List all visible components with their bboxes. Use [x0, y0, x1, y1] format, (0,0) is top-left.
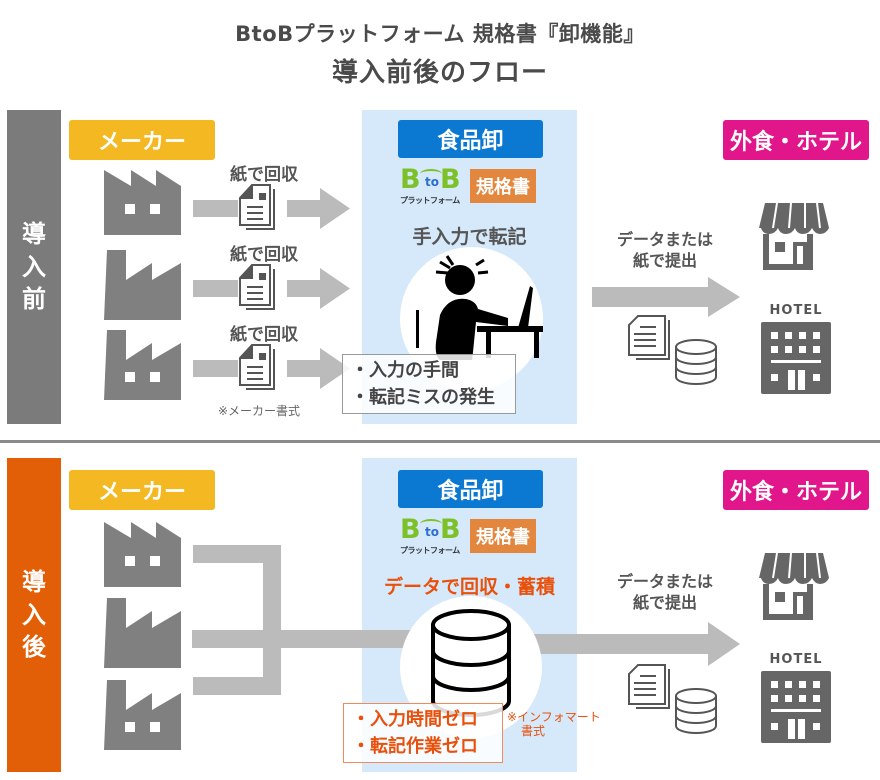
stressed-worker-icon: [416, 255, 543, 360]
btob-logo-arc: [420, 169, 442, 179]
paper-caption: 紙で回収: [230, 325, 298, 345]
paper-caption: 紙で回収: [230, 165, 298, 185]
factory-icon: [104, 250, 181, 320]
btob-logo: B to B プラットフォーム: [400, 164, 464, 206]
format-note-line: ※インフォマート: [507, 710, 601, 724]
document-icon: [628, 664, 670, 709]
btob-logo-b1: B: [400, 514, 421, 545]
center-caption-after: データで回収・蓄積: [383, 576, 555, 598]
customer-label-before: 外食・ホテル: [723, 120, 869, 160]
paper-and-data-icon-before: [628, 315, 717, 385]
page-title: BtoBプラットフォーム 規格書『卸機能』: [235, 22, 645, 46]
btob-logo: B to B プラットフォーム: [400, 514, 464, 556]
btob-logo-sub: プラットフォーム: [400, 546, 460, 555]
infomart-format-note: ※インフォマート 書式: [507, 710, 601, 738]
factory-icons-before: [104, 170, 181, 400]
submit-caption-after: データまたは 紙で提出: [590, 571, 740, 613]
paper-arrows-before: [193, 184, 350, 390]
after-section-label: 導 入 後: [7, 458, 61, 772]
database-icon: [675, 339, 717, 385]
maker-label-before: メーカー: [69, 120, 215, 160]
submit-caption-line: データまたは: [616, 572, 713, 591]
issue-item: ・転記ミスの発生: [351, 387, 495, 408]
btob-logo-to: to: [425, 175, 439, 189]
section-divider: [0, 440, 880, 443]
factory-icon: [104, 598, 181, 668]
wholesale-label-before: 食品卸: [398, 120, 543, 158]
btob-logo-sub: プラットフォーム: [400, 196, 460, 205]
factory-icon: [104, 330, 181, 400]
spec-badge: 規格書: [470, 169, 536, 203]
submit-caption-before: データまたは 紙で提出: [590, 229, 740, 271]
side-char: 後: [22, 633, 46, 662]
factory-icon: [104, 522, 181, 587]
document-icon: [239, 264, 275, 310]
btob-logo-b1: B: [400, 164, 421, 195]
issues-box: ・入力の手間 ・転記ミスの発生: [342, 354, 516, 414]
factory-icon: [104, 170, 181, 235]
spec-badge: 規格書: [470, 519, 536, 553]
btob-logo-b2: B: [440, 164, 461, 195]
side-char: 導: [22, 568, 46, 597]
submit-caption-line: 紙で提出: [632, 251, 697, 270]
benefits-box: ・入力時間ゼロ ・転記作業ゼロ: [343, 703, 503, 763]
factory-icon: [104, 680, 181, 750]
merge-connector: [192, 545, 437, 695]
restaurant-store-icon: [759, 552, 829, 620]
document-icon: [628, 315, 670, 360]
hotel-building-icon: [761, 322, 831, 394]
side-char: 導: [22, 220, 46, 249]
submit-arrow-before: [592, 277, 740, 317]
hotel-text-before: HOTEL: [769, 303, 823, 318]
database-icon: [675, 688, 717, 734]
paper-arrow: [193, 184, 350, 230]
page-subtitle: 導入前後のフロー: [331, 58, 548, 88]
issue-item: ・入力の手間: [351, 360, 459, 381]
restaurant-store-icon: [759, 202, 829, 270]
format-note-line: 書式: [521, 724, 546, 738]
wholesale-label-after: 食品卸: [398, 470, 543, 508]
paper-caption: 紙で回収: [230, 245, 298, 265]
btob-logo-row-before: B to B プラットフォーム 規格書: [400, 164, 536, 206]
before-section-label: 導 入 前: [7, 110, 61, 424]
btob-logo-arc: [420, 519, 442, 529]
submit-caption-line: データまたは: [616, 230, 713, 249]
paper-and-data-icon-after: [628, 664, 717, 734]
center-caption-before: 手入力で転記: [412, 226, 527, 248]
factory-icons-after: [104, 522, 181, 750]
benefit-item: ・転記作業ゼロ: [352, 736, 478, 757]
submit-caption-line: 紙で提出: [632, 593, 697, 612]
btob-logo-row-after: B to B プラットフォーム 規格書: [400, 514, 536, 556]
hotel-text-after: HOTEL: [769, 652, 823, 667]
side-char: 入: [22, 252, 46, 281]
benefit-item: ・入力時間ゼロ: [352, 709, 478, 730]
maker-label-after: メーカー: [69, 470, 215, 510]
btob-logo-to: to: [425, 525, 439, 539]
side-char: 前: [22, 285, 46, 314]
hotel-building-icon: [761, 671, 831, 743]
paper-arrow: [193, 264, 350, 310]
document-icon: [239, 344, 275, 390]
side-char: 入: [22, 600, 46, 629]
customer-label-after: 外食・ホテル: [723, 470, 869, 510]
btob-logo-b2: B: [440, 514, 461, 545]
document-icon: [239, 184, 275, 230]
paper-arrow: [193, 344, 350, 390]
submit-arrow-after: [530, 622, 740, 666]
maker-format-note: ※メーカー書式: [218, 404, 301, 418]
